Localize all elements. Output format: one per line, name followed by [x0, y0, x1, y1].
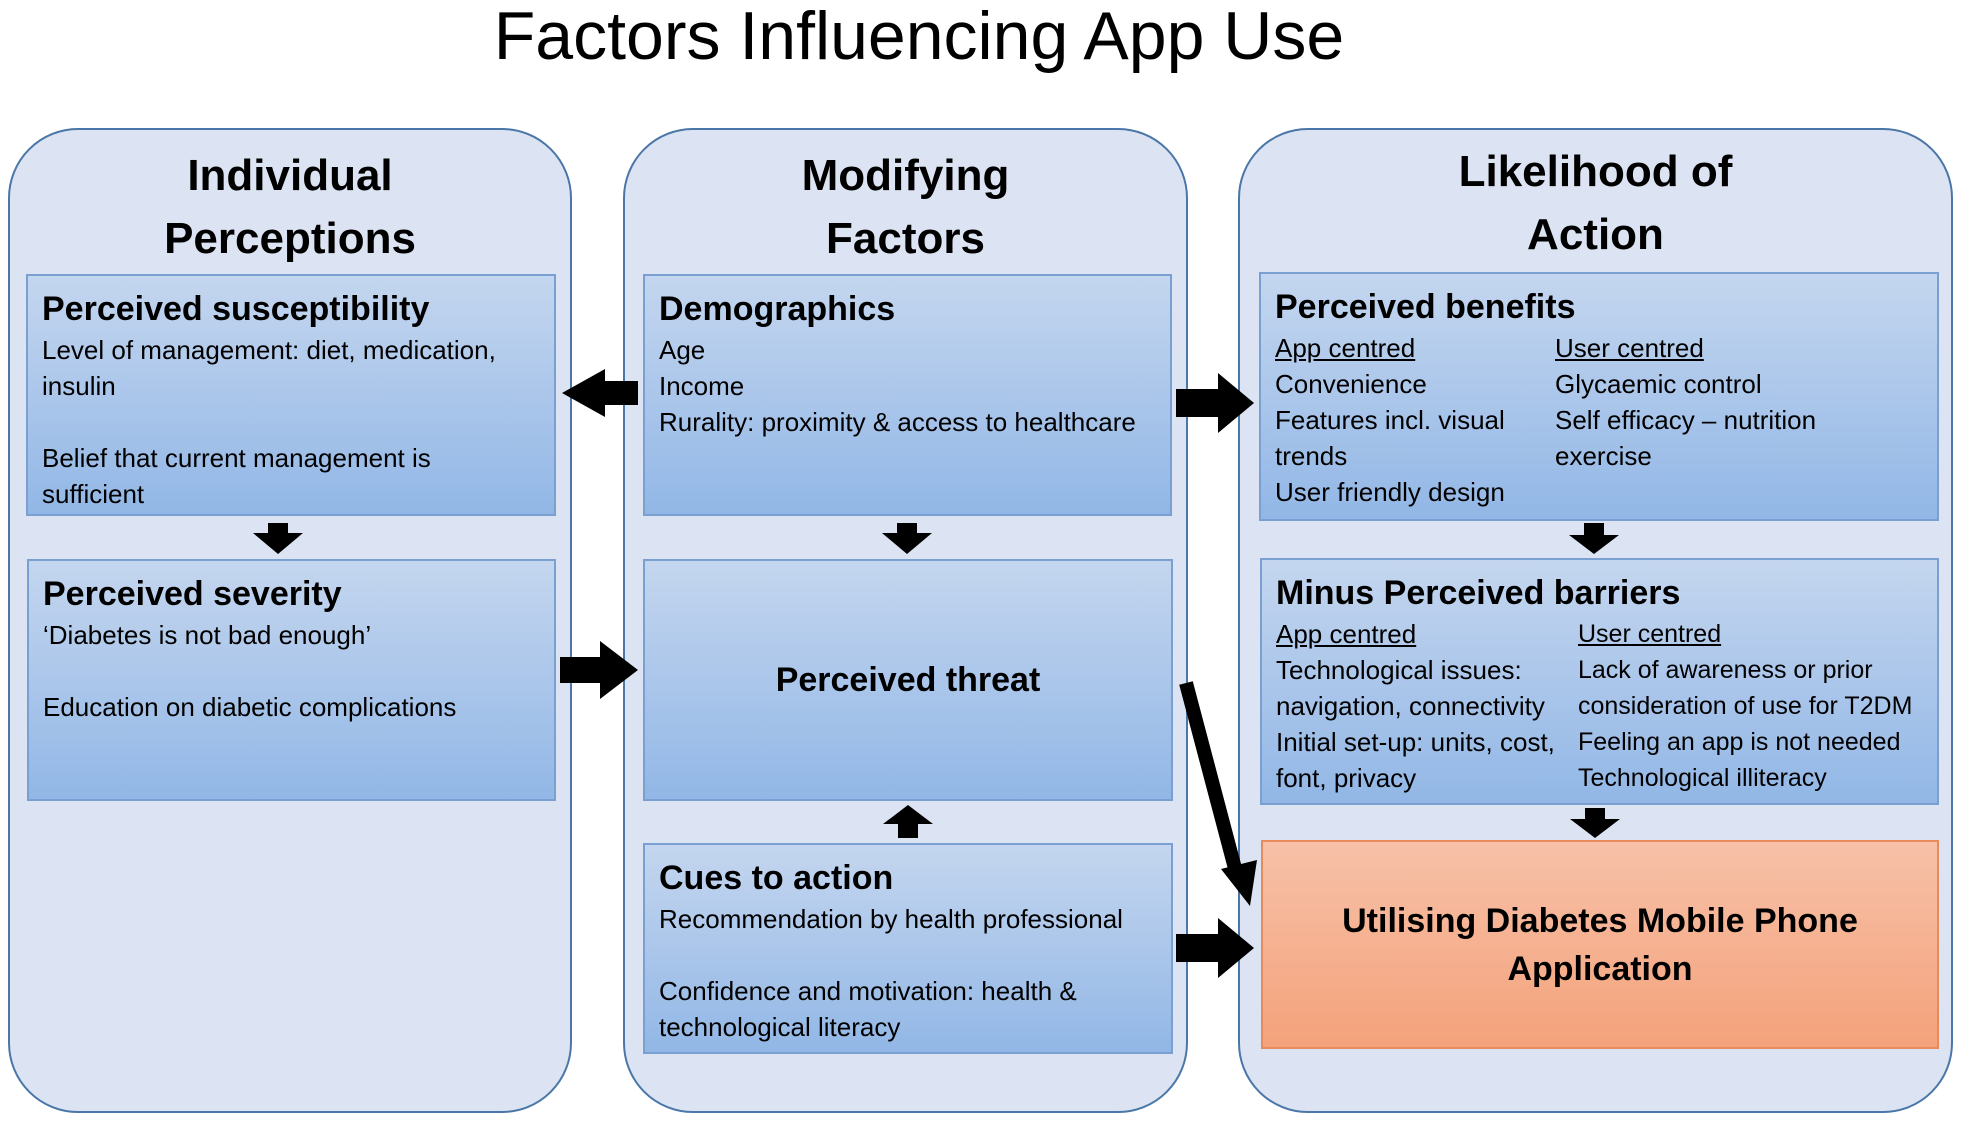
- cues-to-action-title: Cues to action: [659, 859, 894, 897]
- demographics-box: Demographics Age Income Rurality: proxim…: [643, 274, 1172, 516]
- severity-text: Education on diabetic complications: [43, 692, 457, 722]
- perceived-susceptibility-title: Perceived susceptibility: [42, 290, 430, 328]
- arrow-severity-to-threat: [560, 641, 638, 699]
- arrow-cues-to-outcome: [1176, 918, 1254, 978]
- arrow-susceptibility-to-severity: [253, 523, 303, 554]
- perceived-barriers-box: Minus Perceived barriers App centred Tec…: [1260, 558, 1939, 805]
- barriers-user-item: Lack of awareness or prior consideration…: [1578, 656, 1913, 720]
- perceived-severity-box: Perceived severity ‘Diabetes is not bad …: [27, 559, 556, 801]
- perceived-benefits-box: Perceived benefits App centred Convenien…: [1259, 272, 1939, 521]
- arrow-demographics-to-threat: [882, 523, 932, 554]
- arrow-demographics-to-susceptibility: [562, 369, 638, 417]
- arrow-threat-to-outcome-head: [1221, 860, 1257, 906]
- diagram-title: Factors Influencing App Use: [493, 0, 1345, 74]
- benefits-user-item: Glycaemic control: [1555, 369, 1762, 399]
- utilising-app-title: Utilising Diabetes Mobile Phone Applicat…: [1342, 901, 1858, 988]
- benefits-app-heading: App centred: [1275, 333, 1416, 363]
- column-title-likelihood: Likelihood of Action: [1458, 147, 1733, 259]
- barriers-app-heading: App centred: [1276, 619, 1417, 649]
- barriers-app-item: Technological issues: navigation, connec…: [1276, 655, 1545, 721]
- benefits-user-heading: User centred: [1555, 333, 1704, 363]
- perceived-barriers-title: Minus Perceived barriers: [1276, 574, 1681, 612]
- arrow-benefits-to-barriers: [1569, 523, 1619, 554]
- perceived-threat-title: Perceived threat: [775, 661, 1041, 699]
- benefits-user-item: Self efficacy – nutrition exercise: [1555, 405, 1817, 471]
- perceived-susceptibility-box: Perceived susceptibility Level of manage…: [26, 274, 556, 516]
- cues-to-action-box: Cues to action Recommendation by health …: [643, 843, 1173, 1054]
- demographics-item: Income: [659, 371, 745, 401]
- barriers-user-heading: User centred: [1578, 620, 1722, 648]
- barriers-user-item: Feeling an app is not needed: [1578, 728, 1901, 756]
- arrow-demographics-to-benefits: [1176, 373, 1254, 433]
- cues-text: Confidence and motivation: health & tech…: [659, 976, 1077, 1042]
- arrow-cues-to-threat: [883, 805, 933, 838]
- severity-text: ‘Diabetes is not bad enough’: [43, 620, 372, 650]
- utilising-app-box: Utilising Diabetes Mobile Phone Applicat…: [1261, 840, 1939, 1049]
- benefits-app-item: Convenience: [1275, 369, 1427, 399]
- perceived-severity-title: Perceived severity: [43, 575, 342, 613]
- perceived-benefits-title: Perceived benefits: [1275, 288, 1576, 326]
- benefits-app-item: Features incl. visual trends: [1275, 405, 1505, 471]
- arrow-threat-to-outcome-shaft: [1179, 681, 1244, 878]
- susceptibility-text: Level of management: diet, medication, i…: [42, 335, 496, 401]
- arrow-barriers-to-outcome: [1570, 808, 1620, 838]
- column-title-modifying: Modifying Factors: [801, 151, 1010, 263]
- barriers-user-item: Technological illiteracy: [1578, 764, 1827, 792]
- susceptibility-text: Belief that current management is suffic…: [42, 443, 431, 509]
- demographics-title: Demographics: [659, 290, 896, 328]
- demographics-item: Age: [659, 335, 706, 365]
- perceived-threat-box: Perceived threat: [643, 559, 1173, 801]
- cues-text: Recommendation by health professional: [659, 904, 1123, 934]
- benefits-app-item: User friendly design: [1275, 477, 1505, 507]
- barriers-app-item: Initial set-up: units, cost, font, priva…: [1276, 727, 1555, 793]
- demographics-item: Rurality: proximity & access to healthca…: [659, 407, 1136, 437]
- column-title-individual: Individual Perceptions: [164, 151, 416, 263]
